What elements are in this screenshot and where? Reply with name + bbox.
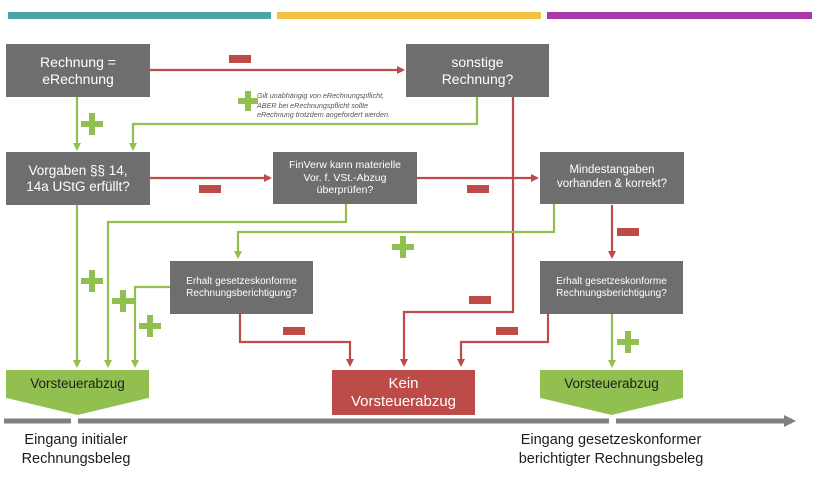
top-bar-purple xyxy=(547,12,812,19)
outcome-label: Kein Vorsteuerabzug xyxy=(350,374,457,410)
node-label: Erhalt gesetzeskonforme Rechnungsbericht… xyxy=(556,275,667,299)
minus-icons xyxy=(199,55,639,335)
plus-icon xyxy=(81,113,103,135)
plus-icons xyxy=(81,91,639,353)
timeline-left-label: Eingang initialer Rechnungsbeleg xyxy=(21,432,131,467)
flow-berichtigung-left-to-vorsteuer xyxy=(131,285,170,368)
minus-icon xyxy=(469,296,491,304)
flow-sonstige-to-kein xyxy=(400,96,515,367)
outcome-kein-vorsteuerabzug: Kein Vorsteuerabzug xyxy=(332,370,475,415)
plus-icon xyxy=(81,270,103,292)
node-berichtigung-left: Erhalt gesetzeskonforme Rechnungsbericht… xyxy=(170,261,313,314)
positive-flows xyxy=(73,97,616,368)
top-bar-teal xyxy=(8,12,271,19)
node-label: Vorgaben §§ 14, 14a UStG erfüllt? xyxy=(26,162,130,194)
node-label: sonstige Rechnung? xyxy=(441,53,514,87)
minus-icon xyxy=(199,185,221,193)
node-label: Mindestangaben vorhanden & korrekt? xyxy=(557,164,667,190)
erechnung-note: Gilt unabhängig von eRechnungspflicht, A… xyxy=(257,91,391,120)
plus-icon xyxy=(139,315,161,337)
node-label: Rechnung = eRechnung xyxy=(40,53,116,87)
node-rechnung-erechnung: Rechnung = eRechnung xyxy=(6,44,150,97)
flow-sonstige-to-vorgaben xyxy=(129,97,479,151)
outcome-label: Vorsteuerabzug xyxy=(30,376,125,391)
minus-icon xyxy=(229,55,251,63)
node-vorgaben: Vorgaben §§ 14, 14a UStG erfüllt? xyxy=(6,152,150,205)
minus-icon xyxy=(467,185,489,193)
plus-icon xyxy=(112,290,134,312)
minus-icon xyxy=(496,327,518,335)
node-label: FinVerw kann materielle Vor. f. VSt.-Abz… xyxy=(288,159,402,197)
negative-flows xyxy=(150,66,616,367)
flow-berichtigung-right-to-kein xyxy=(457,314,550,367)
minus-icon xyxy=(617,228,639,236)
timeline-right-label: Eingang gesetzeskonformer berichtigter R… xyxy=(518,432,704,467)
plus-icon xyxy=(238,91,258,111)
node-berichtigung-right: Erhalt gesetzeskonforme Rechnungsbericht… xyxy=(540,261,683,314)
flow-finverw-to-vorsteuer xyxy=(104,204,348,368)
flow-berichtigung-left-to-kein xyxy=(238,314,354,367)
node-mindestangaben: Mindestangaben vorhanden & korrekt? xyxy=(540,152,684,204)
plus-icon xyxy=(617,331,639,353)
node-finverw: FinVerw kann materielle Vor. f. VSt.-Abz… xyxy=(273,152,417,204)
node-sonstige-rechnung: sonstige Rechnung? xyxy=(406,44,549,97)
minus-icon xyxy=(283,327,305,335)
outcome-label: Vorsteuerabzug xyxy=(564,376,659,391)
flow-mindestangaben-to-berichtigung-left xyxy=(234,204,556,259)
top-bar-yellow xyxy=(277,12,541,19)
plus-icon xyxy=(392,236,414,258)
node-label: Erhalt gesetzeskonforme Rechnungsbericht… xyxy=(186,275,297,299)
